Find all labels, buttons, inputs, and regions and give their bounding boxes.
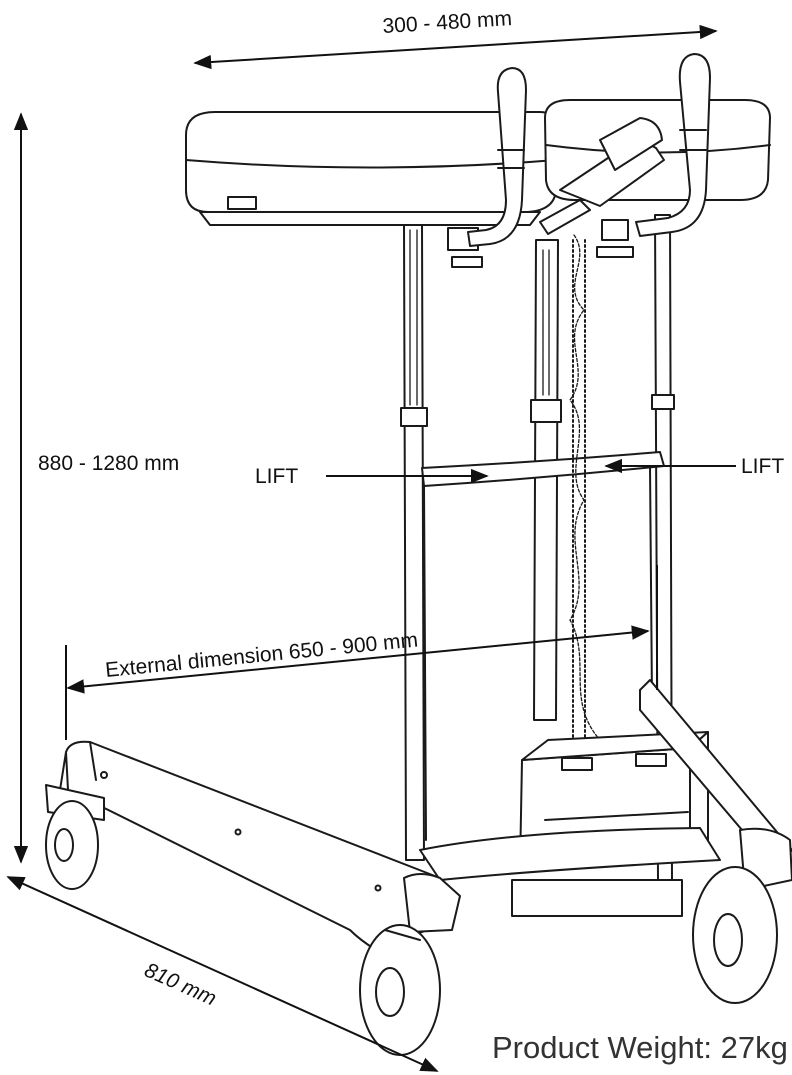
external-dimension-arrow bbox=[66, 625, 650, 694]
width-dimension-arrow bbox=[193, 24, 718, 70]
height-dimension-label: 880 - 1280 mm bbox=[38, 452, 179, 475]
lift-right-label: LIFT bbox=[741, 455, 784, 478]
external-dimension-label: External dimension 650 - 900 mm bbox=[104, 628, 419, 682]
dimension-lines bbox=[6, 24, 736, 1072]
lift-left-label: LIFT bbox=[255, 465, 298, 488]
length-dimension-arrow bbox=[6, 876, 439, 1072]
width-dimension-label: 300 - 480 mm bbox=[382, 7, 513, 38]
product-weight: Product Weight: 27kg bbox=[492, 1030, 788, 1065]
standing-aid-illustration bbox=[45, 53, 792, 1056]
